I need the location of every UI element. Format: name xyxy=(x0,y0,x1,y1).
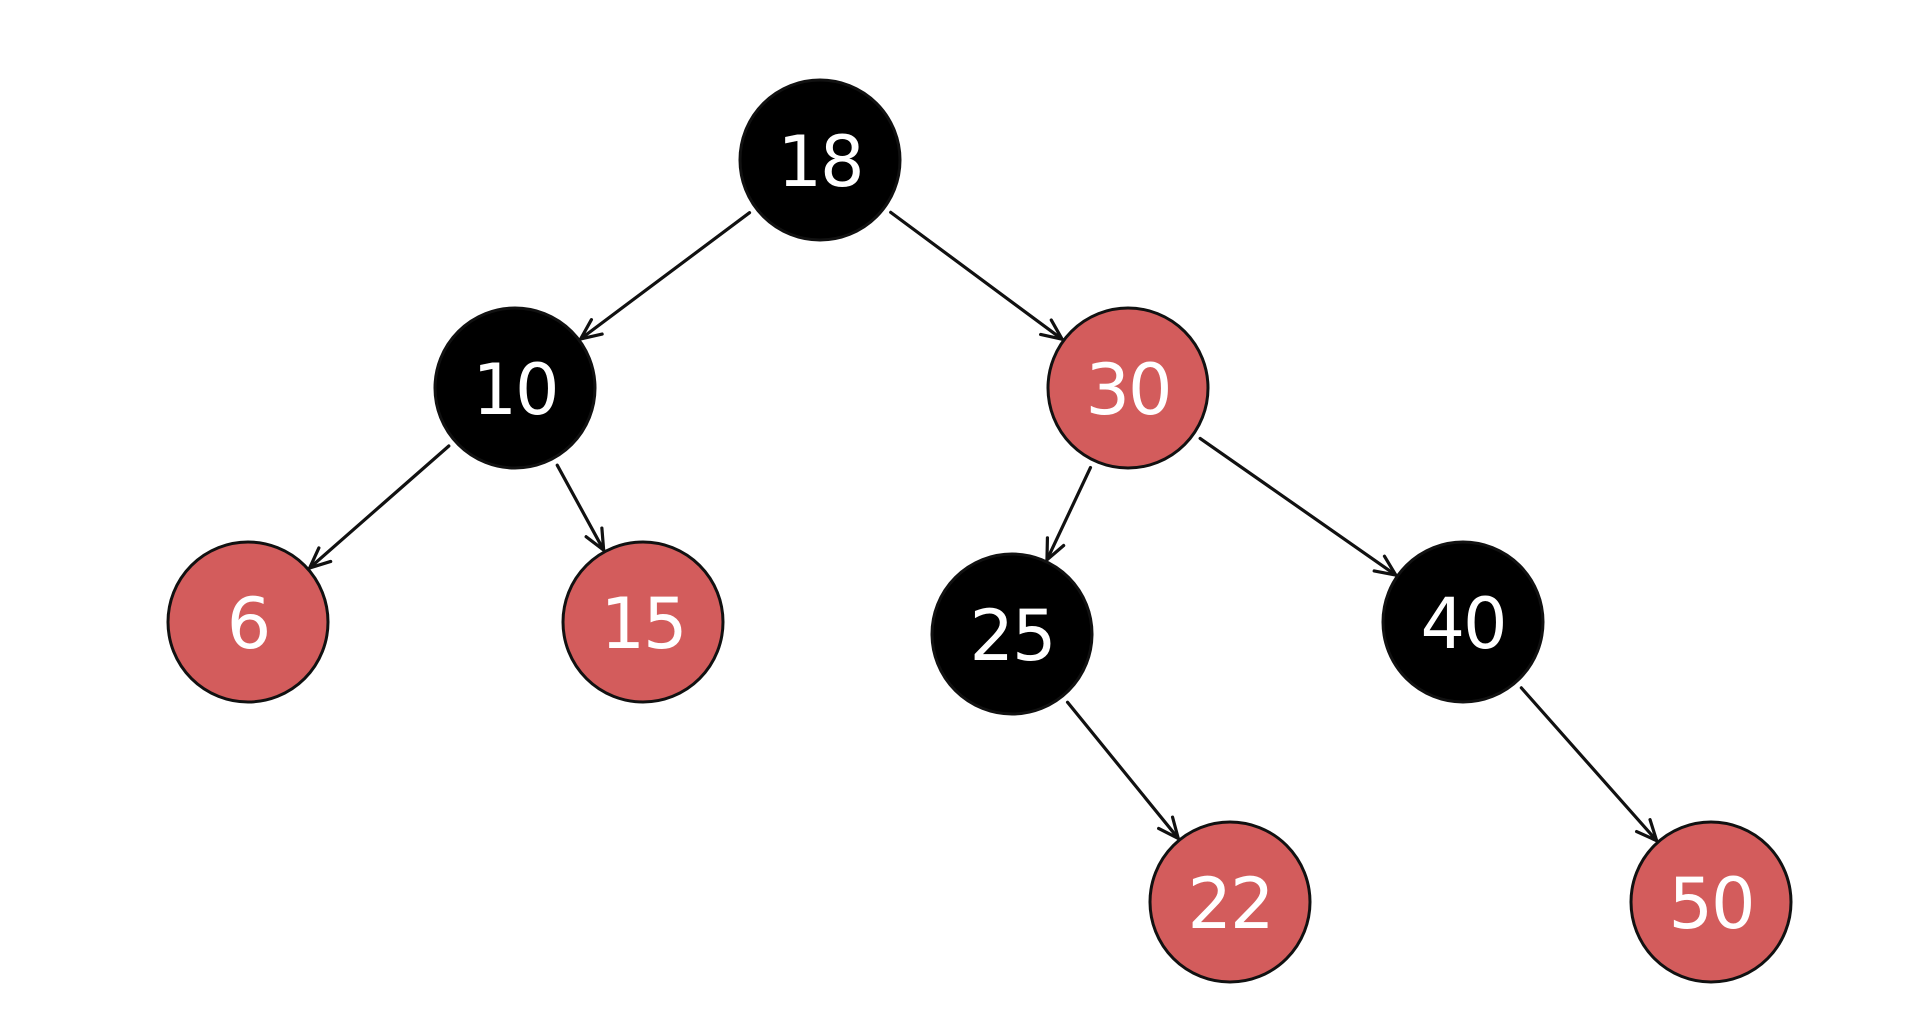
node-circle-red xyxy=(561,540,725,704)
tree-node-22: 22 xyxy=(1148,820,1312,984)
edge-18-to-10 xyxy=(579,211,752,341)
node-circle-black xyxy=(1381,540,1545,704)
edge-40-to-50 xyxy=(1519,686,1659,843)
node-label: 22 xyxy=(1187,863,1272,945)
node-label: 50 xyxy=(1668,863,1753,945)
node-label: 15 xyxy=(600,583,685,665)
nodes-layer: 18 10 30 6 15 25 40 22 50 xyxy=(166,78,1793,984)
node-circle-red xyxy=(1148,820,1312,984)
tree-node-6: 6 xyxy=(166,540,330,704)
tree-node-15: 15 xyxy=(561,540,725,704)
edge-line xyxy=(1045,465,1093,562)
node-circle-black xyxy=(930,552,1094,716)
arrowhead-icon xyxy=(1372,554,1398,577)
node-label: 10 xyxy=(472,349,557,431)
arrowhead-icon xyxy=(584,526,606,552)
node-circle-red xyxy=(1629,820,1793,984)
edge-line xyxy=(555,463,606,552)
arrowhead-icon xyxy=(1634,818,1659,843)
tree-node-25: 25 xyxy=(930,552,1094,716)
tree-node-40: 40 xyxy=(1381,540,1545,704)
node-label: 25 xyxy=(969,595,1054,677)
edge-line xyxy=(889,210,1064,341)
edge-10-to-6 xyxy=(308,444,451,570)
edge-line xyxy=(1198,436,1398,577)
node-label: 40 xyxy=(1420,583,1505,665)
tree-node-30: 30 xyxy=(1046,306,1210,470)
node-label: 30 xyxy=(1085,349,1170,431)
arrowhead-icon xyxy=(308,546,333,570)
node-circle-black xyxy=(433,306,597,470)
arrowhead-icon xyxy=(1039,318,1064,341)
edge-10-to-15 xyxy=(555,463,606,552)
tree-node-10: 10 xyxy=(433,306,597,470)
arrowhead-icon xyxy=(579,318,604,341)
node-label: 6 xyxy=(227,583,270,665)
edges-layer xyxy=(308,210,1659,843)
tree-node-50: 50 xyxy=(1629,820,1793,984)
node-circle-black xyxy=(738,78,902,242)
arrowhead-icon xyxy=(1157,815,1180,840)
edge-30-to-25 xyxy=(1045,465,1093,562)
edge-line xyxy=(1519,686,1659,843)
edge-25-to-22 xyxy=(1065,700,1180,840)
edge-line xyxy=(579,211,752,341)
node-label: 18 xyxy=(777,121,862,203)
edge-line xyxy=(1065,700,1180,840)
node-circle-red xyxy=(166,540,330,704)
edge-18-to-30 xyxy=(889,210,1064,341)
tree-node-18: 18 xyxy=(738,78,902,242)
edge-line xyxy=(308,444,451,570)
node-circle-red xyxy=(1046,306,1210,470)
arrowhead-icon xyxy=(1045,536,1066,562)
edge-30-to-40 xyxy=(1198,436,1398,577)
